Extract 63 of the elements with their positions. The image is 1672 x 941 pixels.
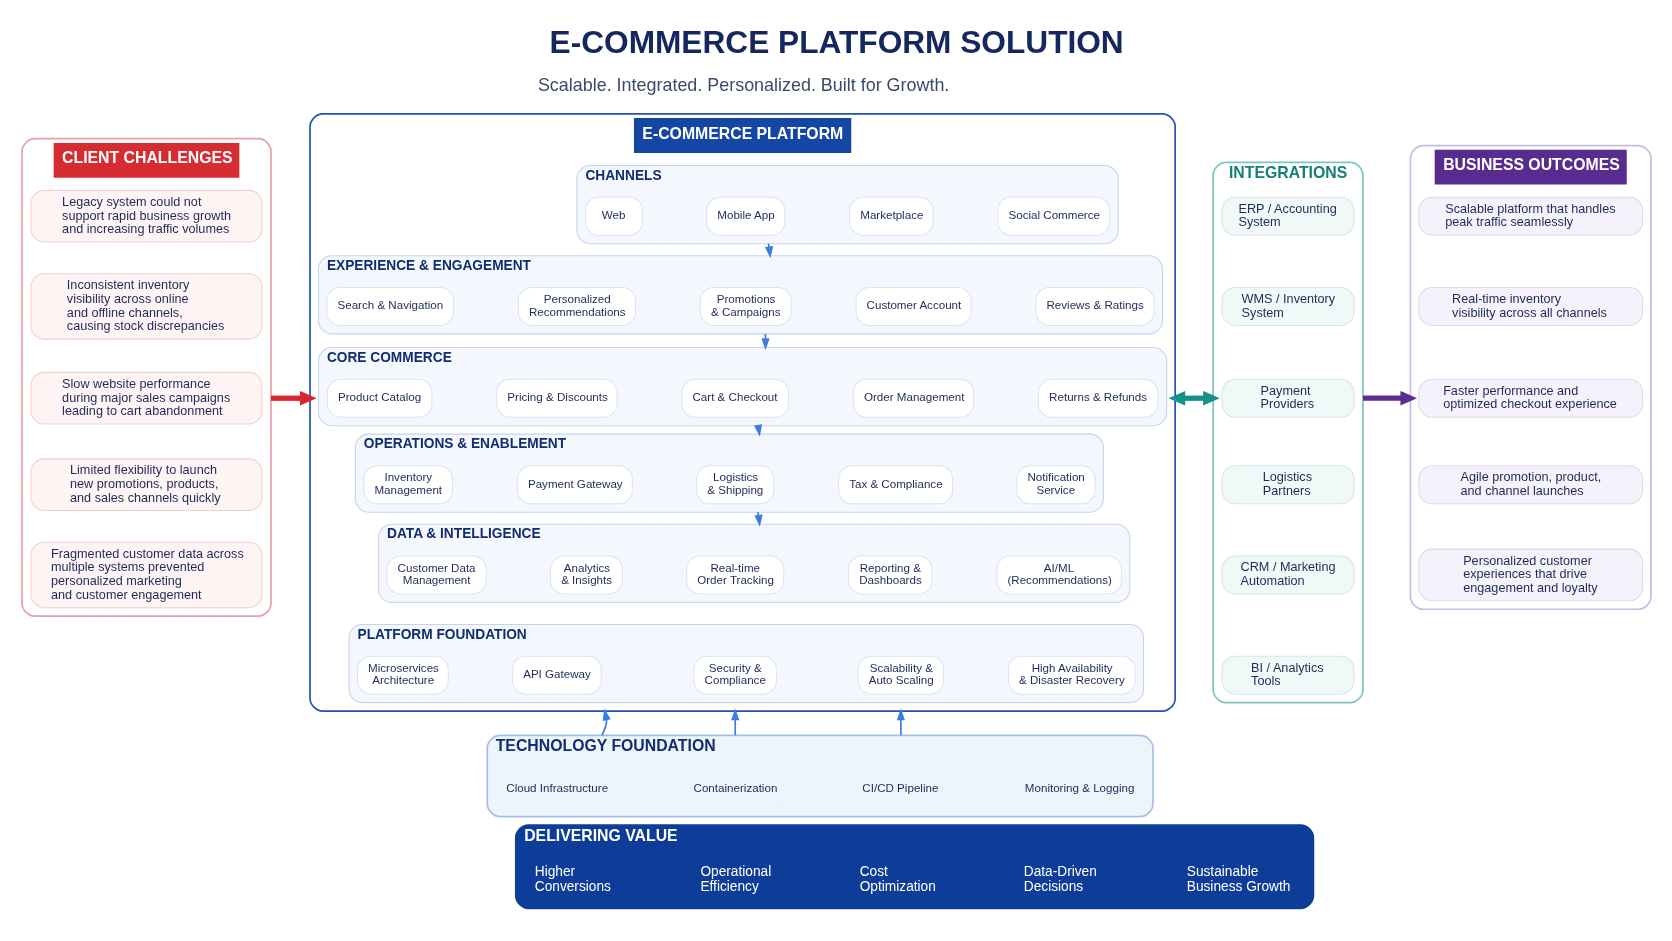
node-box: Returns & Refunds	[1037, 378, 1158, 418]
node-box: Agile promotion, product, and channel launches	[1417, 465, 1643, 505]
node-text: Higher Conversions	[534, 864, 611, 894]
node-text: Data-Driven Decisions	[1023, 864, 1097, 894]
node-box: Search & Navigation	[325, 286, 454, 326]
arrow	[730, 708, 739, 737]
node-box: AI/ML (Recommendations)	[995, 555, 1122, 595]
node-box: Microservices Architecture	[356, 655, 449, 695]
arrow	[1362, 390, 1417, 406]
node-box: Logistics & Shipping	[695, 465, 774, 505]
node-box: CRM / Marketing Automation	[1221, 555, 1354, 595]
arrow	[600, 708, 611, 737]
node-box: Inventory Management	[362, 465, 453, 505]
node-box: Notification Service	[1015, 465, 1095, 505]
node-box: Logistics Partners	[1221, 465, 1354, 505]
node-box: ERP / Accounting System	[1221, 196, 1354, 236]
node-box: Scalable platform that handles peak traffic seamlessly	[1417, 196, 1643, 236]
node-box: Personalized customer experiences that drive engagement and loyalty	[1417, 548, 1643, 602]
node-box: Product Catalog	[326, 378, 432, 418]
node-text: Containerization	[693, 781, 777, 795]
node-box: Marketplace	[848, 196, 934, 236]
node-box: Payment Gateway	[516, 465, 633, 505]
node-text: Sustainable Business Growth	[1186, 864, 1290, 894]
node-box: Reporting & Dashboards	[847, 555, 932, 595]
node-box: Social Commerce	[996, 196, 1110, 236]
label: Scalable. Integrated. Personalized. Built for Growth.	[537, 74, 949, 95]
node-box: Fragmented customer data across multiple systems prevented personalized marketing and customer engagement	[29, 541, 263, 609]
node-box: Faster performance and optimized checkout experience	[1417, 378, 1643, 418]
node-box: Reviews & Ratings	[1034, 286, 1155, 326]
node-box: Inconsistent inventory visibility across online and offline channels, causing stock discrepancies	[29, 273, 263, 340]
node-box: Payment Providers	[1221, 378, 1354, 418]
node-text: Cloud Infrastructure	[505, 781, 608, 795]
arrow	[270, 390, 317, 406]
node-box: High Availability & Disaster Recovery	[1007, 655, 1136, 695]
node-text: Operational Efficiency	[699, 864, 771, 894]
node-box: Legacy system could not support rapid business growth and increasing traffic volumes	[29, 189, 263, 243]
node-box: Order Management	[852, 378, 974, 418]
node-box: Analytics & Insights	[549, 555, 623, 595]
diagram-title: E-COMMERCE PLATFORM SOLUTION	[549, 23, 1124, 60]
node-box: BI / Analytics Tools	[1221, 655, 1354, 695]
node-box: Cart & Checkout	[680, 378, 789, 418]
node-text: CI/CD Pipeline	[861, 781, 938, 795]
node-box: Limited flexibility to launch new promotions, products, and sales channels quickly	[29, 458, 263, 512]
node-box: Web	[584, 196, 643, 236]
node-text: Cost Optimization	[859, 864, 936, 894]
node-box: Tax & Compliance	[837, 465, 953, 505]
node-box: Promotions & Campaigns	[699, 286, 792, 326]
node-box: Security & Compliance	[693, 655, 777, 695]
node-box: WMS / Inventory System	[1221, 286, 1354, 326]
node-box: Slow website performance during major sales campaigns leading to cart abandonment	[29, 371, 263, 425]
arrow	[753, 511, 763, 527]
node-box: Real-time Order Tracking	[685, 555, 784, 595]
node-box: Pricing & Discounts	[495, 378, 618, 418]
node-box: Customer Data Management	[386, 555, 487, 595]
node-text: Monitoring & Logging	[1024, 781, 1134, 795]
node-box: Customer Account	[855, 286, 972, 326]
node-box: Personalized Recommendations	[517, 286, 636, 326]
node-box: Mobile App	[705, 196, 785, 236]
node-box: Scalability & Auto Scaling	[857, 655, 944, 695]
node-box: Real-time inventory visibility across all channels	[1417, 286, 1643, 326]
arrow	[1168, 390, 1220, 406]
arrow	[896, 708, 905, 737]
node-box: API Gateway	[511, 655, 602, 695]
